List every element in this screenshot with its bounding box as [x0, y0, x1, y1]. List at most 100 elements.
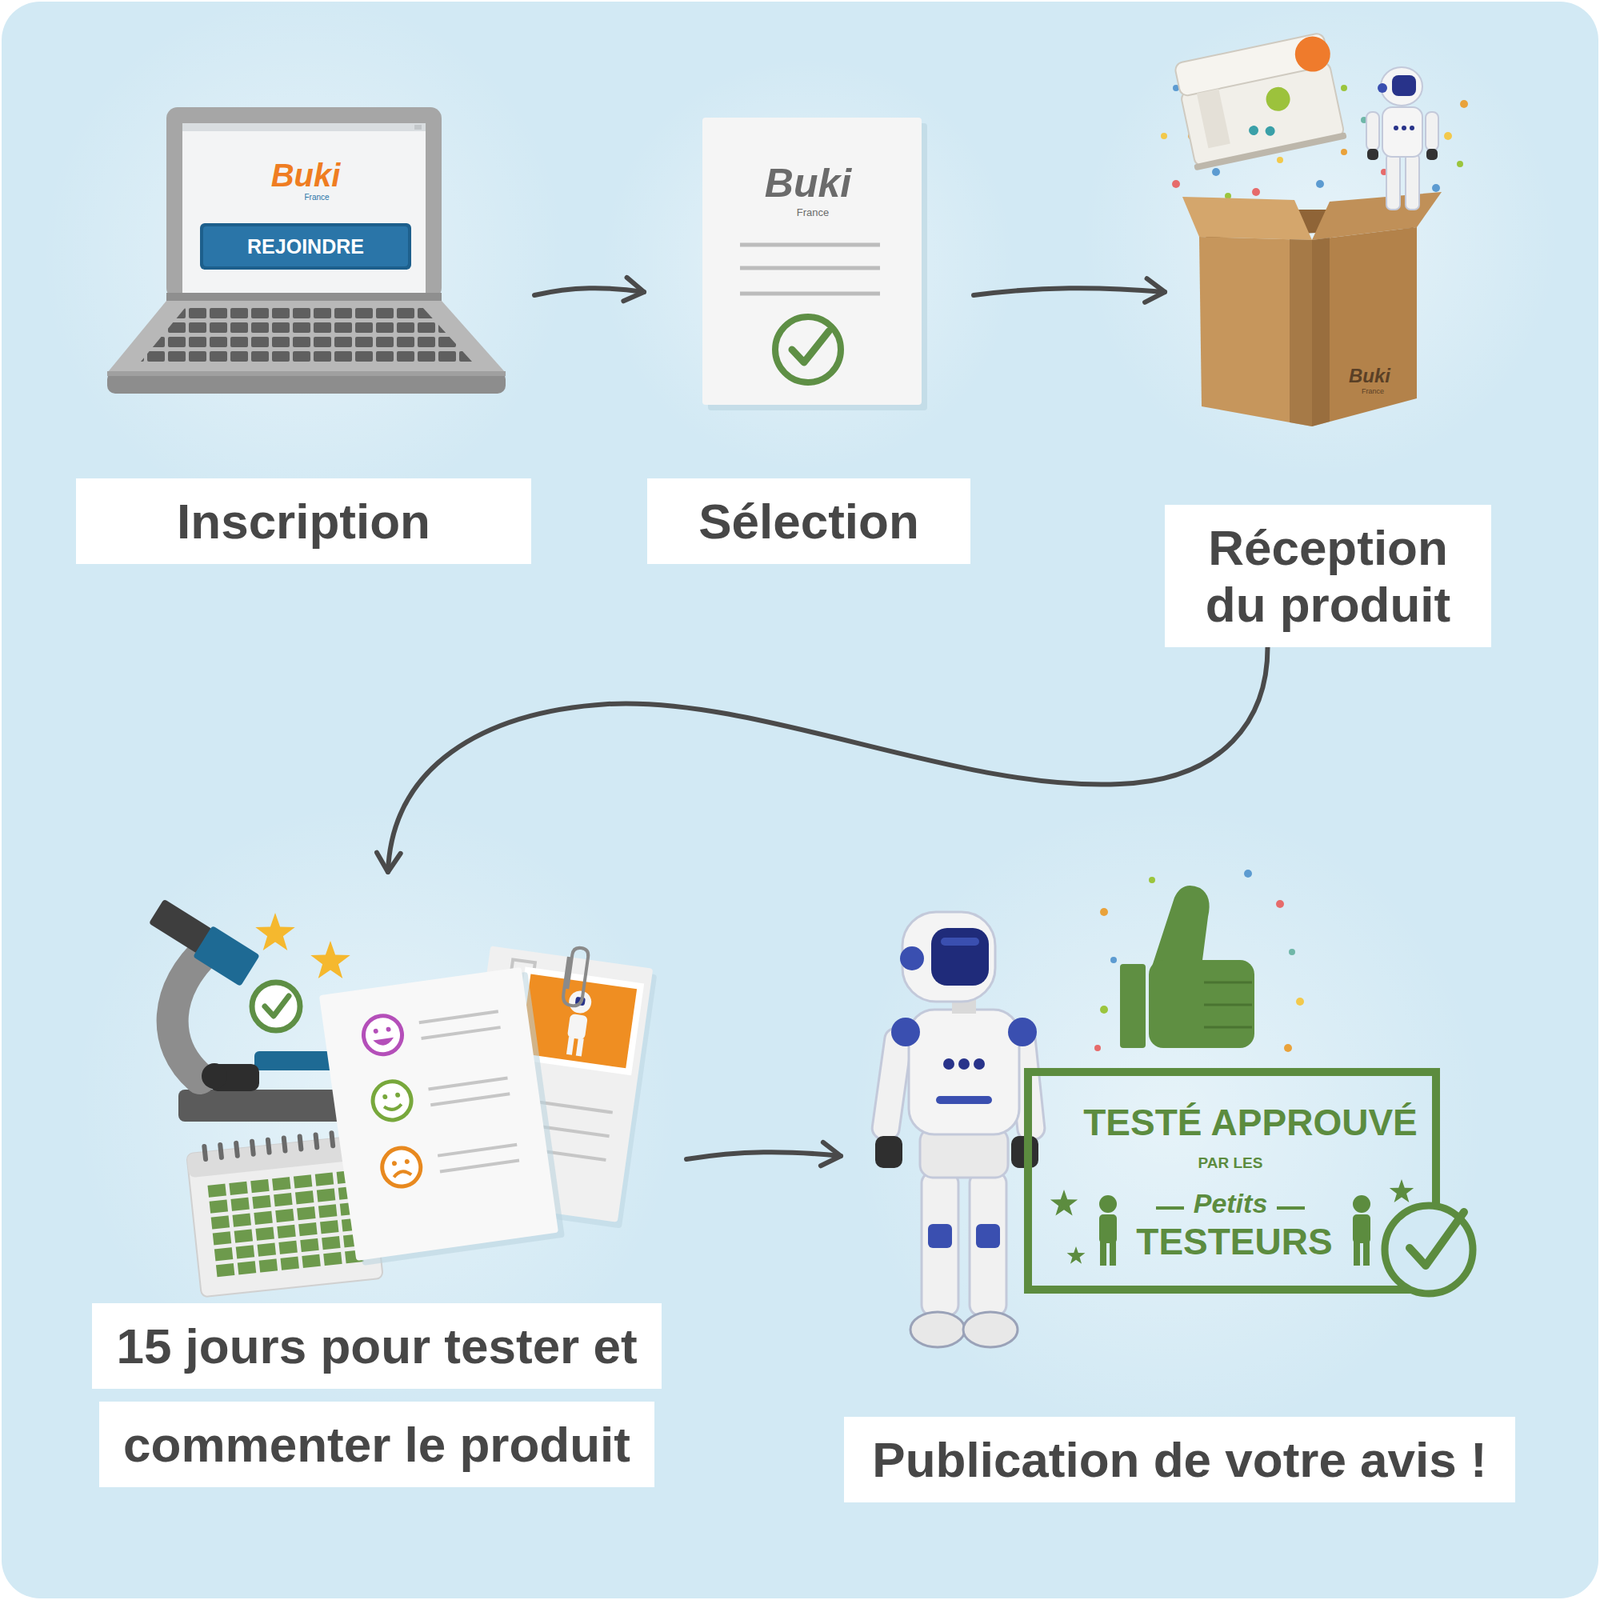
calendar-rings-part [249, 1138, 256, 1157]
brand-logo: Buki [764, 161, 852, 206]
brand-logo: Buki [1348, 365, 1391, 387]
robot-figure-part [921, 1172, 959, 1316]
calendar-rings-part [233, 1140, 240, 1160]
laptop-icon-part [203, 226, 408, 267]
thumb-confetti-part [1244, 869, 1252, 878]
confetti-part [1432, 184, 1440, 192]
child-silhouette-part [1109, 1241, 1116, 1266]
confetti-part [1276, 156, 1284, 164]
step-label-stack: Réception du produit [1164, 504, 1492, 648]
thumb-confetti-part [1284, 1044, 1292, 1052]
laptop-icon [107, 107, 506, 394]
confetti-part [1460, 100, 1468, 108]
microscope-icon-part [178, 1089, 347, 1122]
microscope-icon-part [201, 1063, 228, 1089]
child-silhouette-part [1353, 1241, 1360, 1266]
confetti-part [1212, 168, 1220, 176]
selection-document-part [775, 316, 841, 383]
feedback-sheet-part [360, 1013, 404, 1057]
arrow-head [820, 1142, 841, 1167]
child-silhouette-part [1363, 1241, 1370, 1266]
robot-figure-part [943, 1058, 955, 1070]
arrow-line [388, 647, 1268, 872]
sewing-machine [1172, 32, 1349, 172]
child-silhouette [1352, 1195, 1371, 1266]
small-robot-part [1401, 125, 1407, 131]
sewing-machine-part [1248, 124, 1260, 136]
robot-figure-part [891, 1017, 920, 1047]
calendar-rings-part [328, 1130, 336, 1149]
sewing-machine-part [1264, 125, 1276, 137]
background-part [600, 56, 1016, 472]
small-robot-part [1425, 112, 1439, 151]
step-label-line: Publication de votre avis ! [840, 1416, 1519, 1503]
brand-subtitle: France [304, 192, 329, 202]
feedback-sheet-part [404, 1159, 410, 1165]
microscope-icon-part [255, 912, 295, 951]
child-silhouette-part [1352, 1195, 1371, 1213]
calendar-rings-part [281, 1135, 288, 1154]
step-label-line: Sélection [644, 478, 974, 564]
small-robot-part [1382, 107, 1423, 157]
robot-figure-part [940, 937, 980, 946]
feedback-sheet-part [384, 1104, 402, 1111]
step-label-line: 15 jours pour tester et commenter le pro… [67, 1303, 687, 1500]
selection-document [702, 117, 928, 411]
photo-print-part [562, 946, 590, 1008]
child-silhouette-part [1099, 1195, 1117, 1213]
robot-figure-part [900, 946, 924, 971]
small-robot-part [1426, 148, 1438, 160]
step-label-stack: 15 jours pour tester et commenter le pro… [67, 1303, 687, 1500]
calendar-rings-part [296, 1133, 304, 1152]
robot-figure-part [969, 1172, 1007, 1316]
photo-print-part [576, 1038, 584, 1057]
robot-figure-part [963, 1312, 1018, 1348]
child-silhouette-part [1099, 1214, 1117, 1244]
feedback-sheet-part [372, 1037, 395, 1048]
selection-document-part [740, 266, 880, 271]
confetti-part [1160, 132, 1168, 140]
laptop-icon-part [107, 300, 506, 373]
robot-figure-part [958, 1058, 970, 1070]
approval-stamp-part [1409, 1212, 1464, 1266]
confetti-part [1340, 148, 1348, 156]
microscope-icon-part [264, 996, 289, 1016]
microscope-icon-part [192, 925, 260, 987]
small-robot-part [1377, 83, 1388, 93]
feedback-sheet-part [393, 1170, 412, 1178]
robot-figure-part [1008, 1017, 1037, 1047]
selection-document-part [702, 117, 922, 405]
step-label: 15 jours pour tester et commenter le pro… [92, 1303, 661, 1488]
laptop-icon-part [200, 223, 412, 270]
small-robot [1366, 67, 1439, 210]
step-panel: 15 jours pour tester et commenter le pro… [67, 872, 687, 1500]
calendar-rings [201, 1128, 352, 1162]
approval-stamp-part [1276, 1206, 1305, 1210]
microscope-icon-part [310, 940, 350, 979]
flow-arrow [973, 278, 1165, 303]
photo-print-part [567, 1013, 588, 1040]
feedback-sheet-part [421, 1027, 501, 1039]
calendar-rings-part [312, 1132, 320, 1151]
feedback-sheet-part [440, 1160, 520, 1172]
feedback-sheet-part [372, 1028, 379, 1034]
calendar-rings-part [201, 1144, 208, 1163]
approval-stamp-part [1384, 1205, 1473, 1294]
confetti-part [1444, 132, 1452, 140]
thumbs-up-icon-part [1204, 1004, 1252, 1007]
approval-stamp-part [1156, 1206, 1184, 1210]
robot-figure-part [910, 1312, 965, 1348]
thumbs-up-icon-part [1204, 981, 1252, 984]
feedback-sheet-part [419, 1011, 499, 1023]
microscope-icon-part [172, 948, 210, 1079]
robot-figure-part [936, 1096, 992, 1104]
thumb-confetti-part [1296, 997, 1304, 1006]
approval-stamp [1028, 1072, 1473, 1294]
small-robot-part [1366, 112, 1380, 151]
step-label-stack: Inscription [72, 478, 535, 564]
laptop-icon-part [140, 307, 472, 362]
confetti-part [1172, 180, 1180, 188]
feedback-sheet-part [428, 1078, 508, 1090]
